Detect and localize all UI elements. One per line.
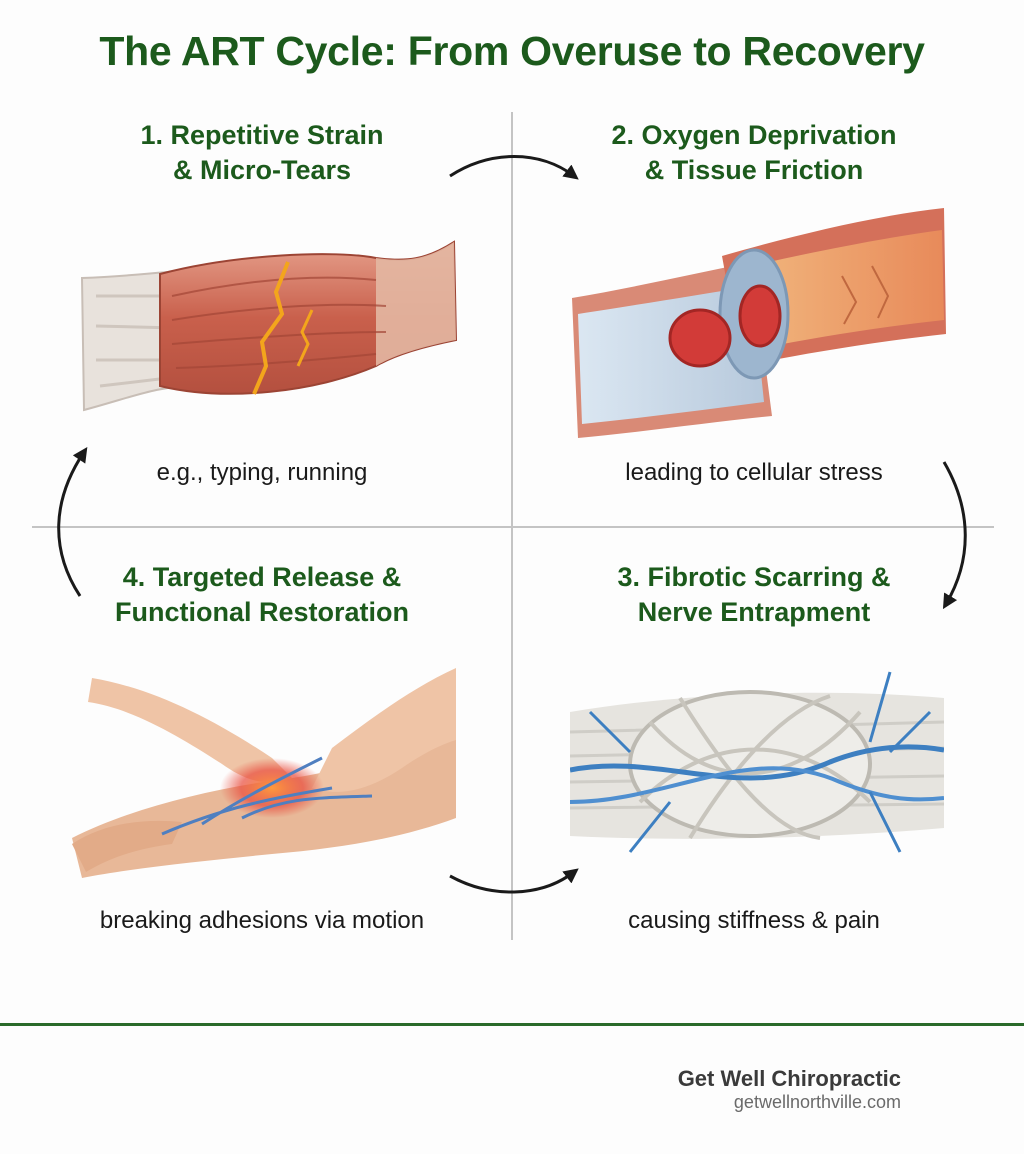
website-link[interactable]: getwellnorthville.com [733,1092,901,1112]
footer-rule [0,1023,1024,1026]
step-3-caption: causing stiffness & pain [628,907,880,934]
brand-name: Get Well Chiropractic [677,1066,901,1091]
step-4-title-line2: Functional Restoration [114,597,409,627]
muscle-micro-tears-illustration [80,240,458,412]
step-1-caption: e.g., typing, running [156,459,368,486]
step-3-title-line1: 3. Fibrotic Scarring & [617,562,891,592]
hands-treatment-illustration [72,668,456,878]
step-1-title: 1. Repetitive Strain & Micro-Tears [32,118,492,188]
arrow-step1-to-step2 [449,155,579,180]
step-1-title-line1: 1. Repetitive Strain [140,120,384,150]
arrow-step2-to-step3 [942,461,967,610]
blood-vessel-illustration [572,208,946,438]
step-2-caption: leading to cellular stress [625,459,883,486]
step-4-title-line1: 4. Targeted Release & [122,562,402,592]
scar-tissue-nerve-illustration [570,671,944,853]
horizontal-divider [32,526,994,528]
step-3-title: 3. Fibrotic Scarring & Nerve Entrapment [522,560,986,630]
arrow-step4-to-step1 [57,447,88,597]
arrow-step4-to-step3 [449,868,579,894]
step-2-title-line2: & Tissue Friction [644,155,864,185]
step-3-title-line2: Nerve Entrapment [637,597,871,627]
page-title: The ART Cycle: From Overuse to Recovery [99,28,925,74]
step-4-caption: breaking adhesions via motion [99,907,425,934]
step-2-title: 2. Oxygen Deprivation & Tissue Friction [522,118,986,188]
step-2-title-line1: 2. Oxygen Deprivation [611,120,897,150]
step-1-title-line2: & Micro-Tears [172,155,352,185]
step-4-title: 4. Targeted Release & Functional Restora… [32,560,492,630]
